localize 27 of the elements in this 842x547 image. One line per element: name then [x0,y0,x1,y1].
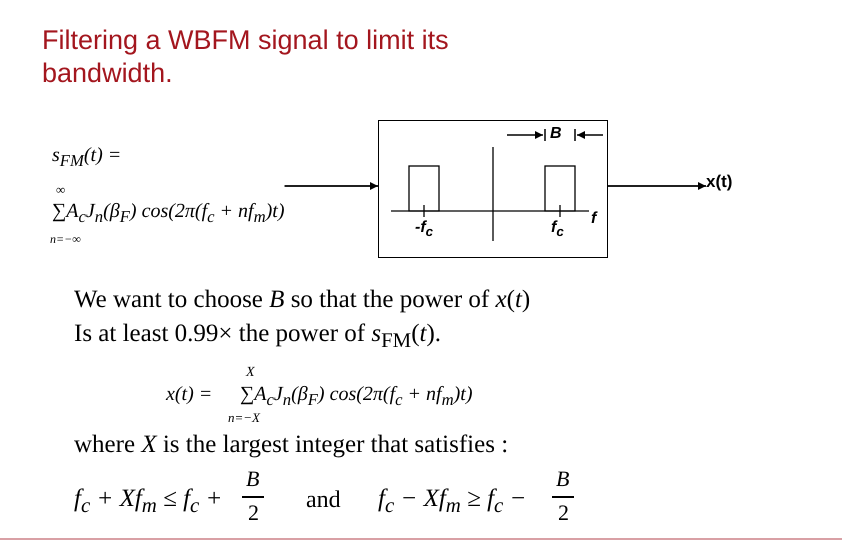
arrow [284,182,378,190]
fraction-denominator: 2 [558,500,569,526]
formula-text: ∑A$_{c}$J$_{n}$(β$_{F}$) cos(2π(f$_{c}$ + nf$_{m}$)t) [240,382,473,411]
bandwidth-label: B [550,124,562,144]
output-signal-label: x(t) [706,172,732,192]
fraction-numerator: B [246,466,260,492]
formula-text: x(t) = [166,382,212,406]
arrow [608,182,706,190]
sum-lower-limit: n=−X [228,410,260,426]
body-text: and [306,486,341,515]
slide-title: Filtering a WBFM signal to limit its bandwidth. [42,24,450,90]
formula-text: ∑A$_{c}$J$_{n}$(β$_{F}$) cos(2π(f$_{c}$ + nf$_{m}$)t) [52,200,285,227]
body-text: Is at least 0.99× the power of s$_{FM}$(t). [74,319,442,354]
fraction-numerator: B [556,466,570,492]
axis-label: f [591,209,596,229]
axis-tick-label: f$_{c}$ [551,218,564,242]
formula-text: f$_{c}$ − Xf$_{m}$ ≥ f$_{c}$ − [378,484,526,519]
fraction-denominator: 2 [248,500,259,526]
sum-lower-limit: n=−∞ [50,232,81,247]
body-text: We want to choose B so that the power of x(t) [74,285,530,315]
axis-tick-label: -f$_{c}$ [415,218,434,242]
sum-upper-limit: ∞ [56,182,66,198]
formula-text: s$_{FM}$(t) = [52,144,122,171]
sum-upper-limit: X [246,364,255,381]
formula-text: f$_{c}$ + Xf$_{m}$ ≤ f$_{c}$ + [74,484,222,519]
body-text: where X is the largest integer that satisfies : [74,430,508,460]
filter-box [378,120,608,258]
